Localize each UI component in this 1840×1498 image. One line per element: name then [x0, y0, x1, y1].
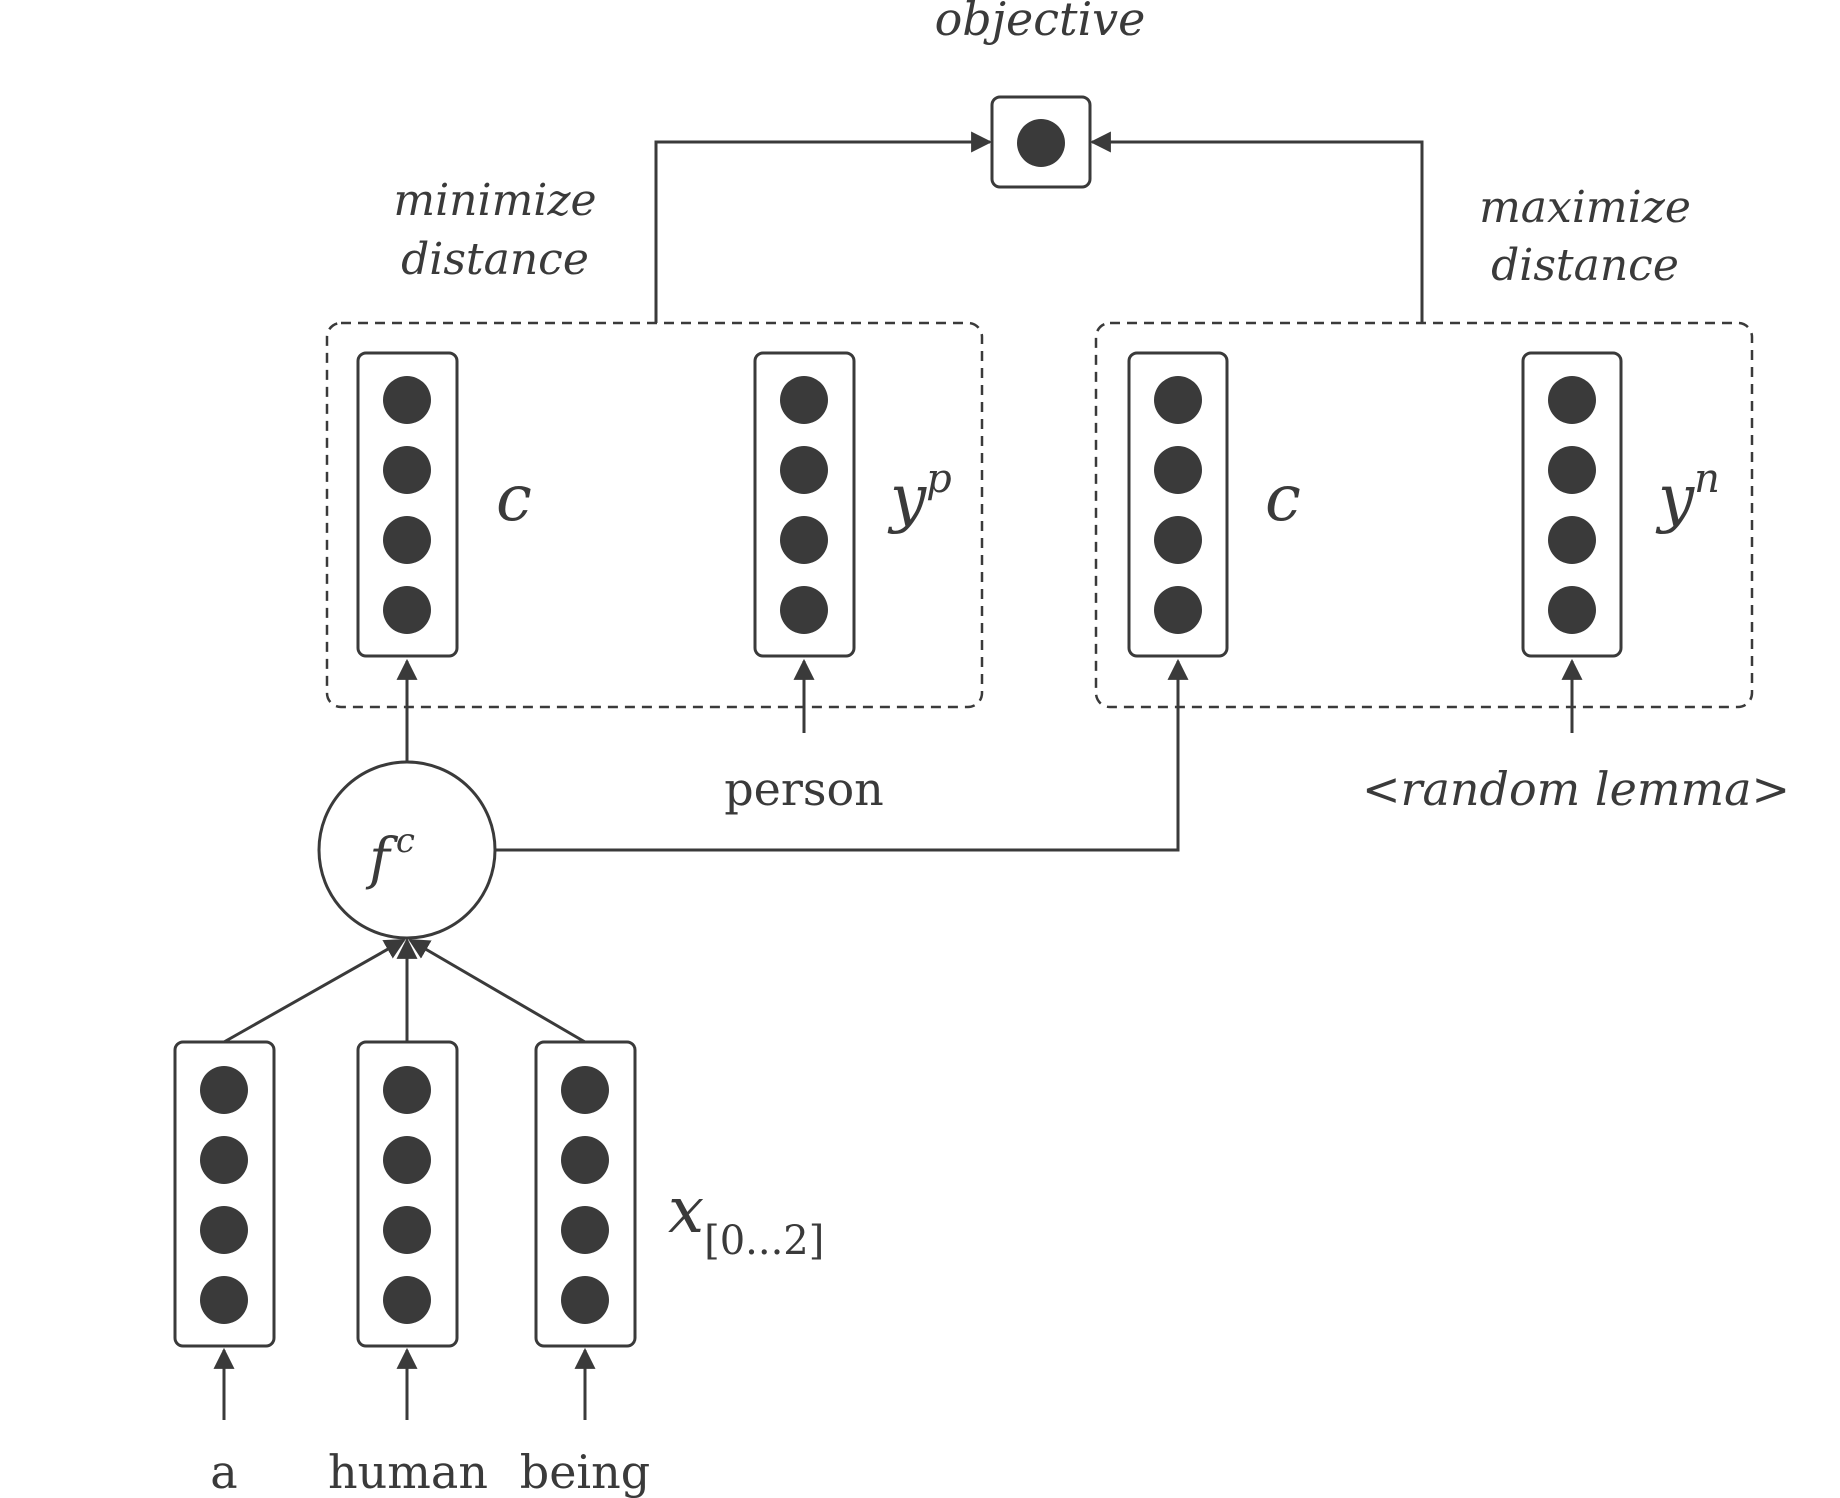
word-vector-being: [534, 1040, 637, 1348]
negative-lemma-vector: [1521, 351, 1623, 658]
positive-lemma-symbol: yp: [887, 456, 952, 536]
word-a-to-encoder-arrow: [223, 938, 406, 1044]
input-symbol-base: x: [668, 1174, 704, 1248]
negative-to-objective-arrow: [1089, 131, 1424, 323]
positive-lemma-vector: [753, 351, 856, 658]
encoder-to-context-negative-arrow: [495, 658, 1189, 852]
maximize-caption-line1: maximize: [1479, 182, 1691, 233]
word-vector-human: [356, 1040, 459, 1348]
input-subscript: [0...2]: [704, 1218, 824, 1264]
random-lemma-label: <random lemma>: [1362, 762, 1790, 816]
minimize-caption-line1: minimize: [393, 175, 596, 226]
positive-to-objective-arrow: [654, 131, 993, 323]
person-label: person: [724, 762, 884, 816]
negative-lemma-superscript: n: [1694, 456, 1720, 502]
negative-lemma-symbol-base: y: [1655, 462, 1695, 536]
positive-pair-group: [325, 321, 984, 709]
objective-label: objective: [935, 0, 1146, 46]
objective-dot: [1017, 119, 1065, 167]
word-label-being: being: [520, 1445, 650, 1498]
maximize-caption-line2: distance: [1491, 240, 1679, 291]
negative-lemma-symbol: yn: [1655, 456, 1720, 536]
negative-pair-group: [1094, 321, 1754, 709]
word-vector-a: [173, 1040, 276, 1348]
context-symbol-positive: c: [496, 462, 532, 536]
context-vector-positive: [356, 351, 459, 658]
positive-lemma-symbol-base: y: [887, 462, 927, 536]
input-symbol: x[0...2]: [668, 1174, 824, 1264]
context-symbol-negative: c: [1265, 462, 1301, 536]
minimize-caption-line2: distance: [401, 234, 589, 285]
word-being-to-encoder-arrow: [408, 938, 586, 1044]
word-label-human: human: [328, 1445, 488, 1498]
context-vector-negative: [1127, 351, 1229, 658]
word-label-a: a: [210, 1445, 237, 1498]
encoder-superscript: c: [396, 821, 415, 861]
positive-lemma-superscript: p: [926, 456, 952, 502]
